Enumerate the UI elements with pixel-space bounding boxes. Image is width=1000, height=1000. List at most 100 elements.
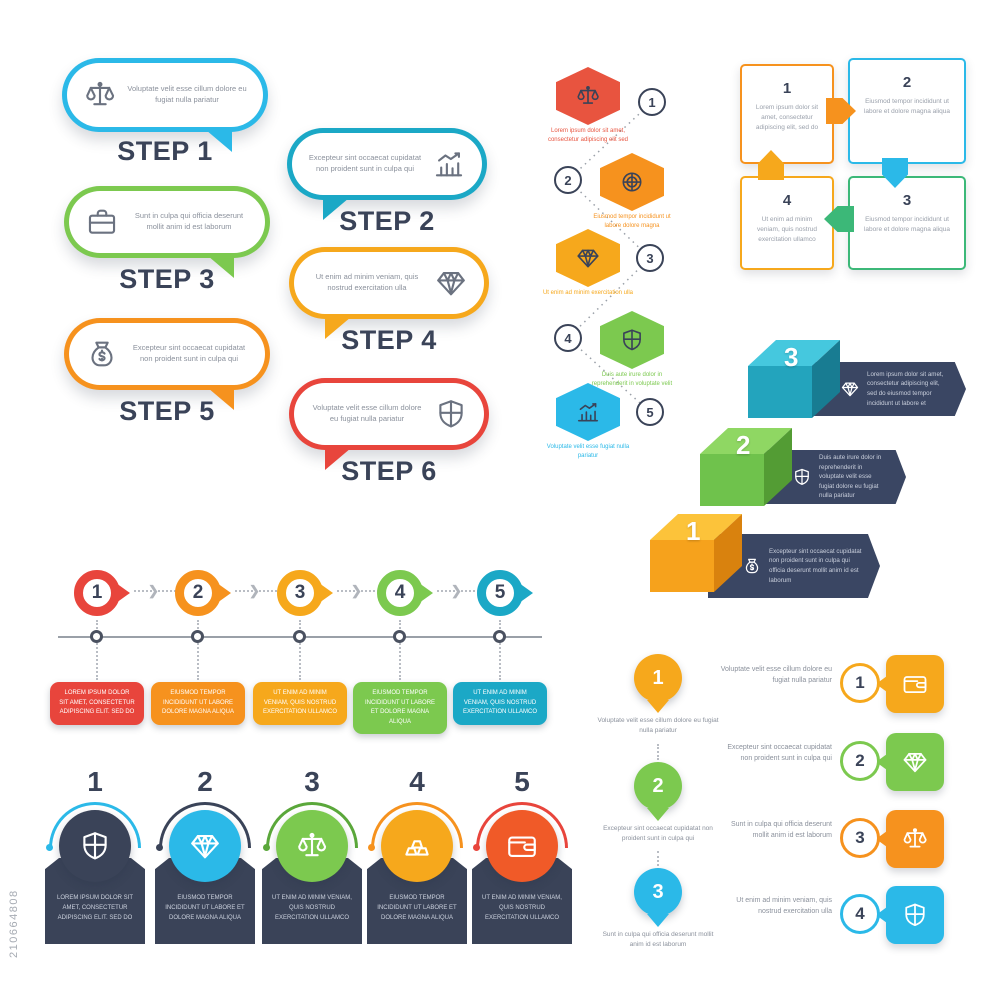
step-label-3: STEP 3: [119, 264, 215, 294]
step-bubble-6: Voluptate velit esse cillum dolore eu fu…: [289, 378, 489, 470]
timeline-dotted-segment: [337, 590, 379, 592]
timeline-number-1: 1: [91, 582, 103, 603]
wallet-icon: [901, 670, 929, 698]
timeline-node: [393, 630, 406, 643]
stair-number-2: 2: [736, 430, 751, 460]
column-number-2: 2: [197, 766, 213, 797]
timeline-marker-2: 2: [175, 570, 221, 616]
cycle-text-4: Ut enim ad minim veniam, quis nostrud ex…: [757, 216, 817, 243]
cycle-square-1: 1 Lorem ipsum dolor sit amet, consectetu…: [740, 64, 834, 164]
bubble-row-text-3: Sunt in culpa qui officia deserunt molli…: [730, 821, 832, 839]
stair-step-1: Excepteur sint occaecat cupidatat non pr…: [650, 510, 900, 610]
cycle-text-3: Eiusmod tempor incididunt ut labore et d…: [863, 216, 950, 233]
diamond-icon: [575, 245, 601, 271]
stair-step-3: Lorem ipsum dolor sit amet, consectetur …: [748, 336, 998, 431]
stair-text-2: Duis aute irure dolor in reprehenderit i…: [819, 453, 882, 500]
chevron-right-icon: ❯: [148, 583, 159, 598]
pin-dotted-line: [657, 851, 659, 866]
column-number-3: 3: [304, 766, 320, 797]
column-circle-2: [169, 810, 241, 882]
timeline-node: [90, 630, 103, 643]
stair-number-1: 1: [686, 516, 701, 546]
stair-text-3: Lorem ipsum dolor sit amet, consectetur …: [867, 370, 944, 407]
chart-icon: [575, 399, 601, 425]
column-number-4: 4: [409, 766, 425, 797]
timeline-box-2: Eiusmod tempor incididunt ut labore dolo…: [151, 682, 245, 725]
timeline-dotted-segment: [134, 590, 176, 592]
cycle-square-2: 2 Eiusmod tempor incididunt ut labore et…: [848, 58, 966, 164]
shield-icon: [792, 467, 812, 487]
diamond-icon: [434, 266, 468, 300]
moneybag-icon: [85, 337, 119, 371]
pin-number-1: 1: [652, 666, 664, 689]
bubble-tail: [208, 256, 234, 278]
bubble-tail: [208, 388, 234, 410]
pin-number-2: 2: [652, 774, 664, 797]
cycle-text-2: Eiusmod tempor incididunt ut labore et d…: [863, 98, 950, 115]
timeline-marker-5: 5: [477, 570, 523, 616]
cycle-number-4: 4: [782, 192, 792, 209]
stair-number-3: 3: [784, 342, 799, 372]
chevron-right-icon: ❯: [351, 583, 362, 598]
number-label: 3: [855, 828, 865, 847]
timeline-dotted-drop: [96, 620, 98, 680]
bubble-tail: [325, 317, 351, 339]
timeline-box-1: Lorem ipsum dolor sit amet, consectetur …: [50, 682, 144, 725]
timeline-box-3: Ut enim ad minim veniam, quis nostrud ex…: [253, 682, 347, 725]
cycle-number-3: 3: [902, 192, 912, 209]
scales-icon: [295, 829, 329, 863]
bubble-row-number-1: 1: [840, 663, 880, 703]
hex-text-4: Duis aute irure dolor in reprehenderit i…: [591, 372, 673, 387]
timeline-dotted-segment: [235, 590, 277, 592]
column-circle-4: [381, 810, 453, 882]
timeline-dotted-drop: [299, 620, 301, 680]
cycle-number-1: 1: [782, 80, 792, 97]
diamond-icon: [188, 829, 222, 863]
pin-text-3: Sunt in culpa qui officia deserunt molli…: [602, 931, 714, 949]
pin-dotted-line: [657, 744, 659, 760]
hex-number-2: 2: [554, 166, 582, 194]
number-label: 1: [855, 673, 865, 692]
cube-3-icon: [748, 340, 840, 418]
bubble-row-bubble-4: [876, 886, 944, 944]
timeline-number-3: 3: [294, 582, 306, 603]
chevron-right-icon: ❯: [249, 583, 260, 598]
briefcase-icon: [85, 205, 119, 239]
timeline-number-4: 4: [394, 582, 406, 603]
step-label-5: STEP 5: [119, 396, 215, 426]
watermark-id: 210664808: [8, 889, 20, 958]
timeline-dotted-drop: [499, 620, 501, 680]
timeline-number-2: 2: [192, 582, 204, 603]
cycle-square-3: 3 Eiusmod tempor incididunt ut labore et…: [848, 176, 966, 270]
step-bubble-4: Ut enim ad minim veniam, quis nostrud ex…: [289, 247, 489, 339]
hex-number-4: 4: [554, 324, 582, 352]
stair-banner-2: Duis aute irure dolor in reprehenderit i…: [758, 450, 906, 504]
target-icon: [619, 169, 645, 195]
number-label: 2: [855, 751, 865, 770]
hex-connector-line: [566, 101, 653, 413]
stair-step-2: Duis aute irure dolor in reprehenderit i…: [700, 424, 950, 519]
step-bubble-5-text: Excepteur sint occaecat cupidatat non pr…: [132, 343, 246, 363]
shield-icon: [901, 901, 929, 929]
hex-text-3: Ut enim ad minim exercitation ulla: [542, 290, 634, 296]
timeline-number-5: 5: [494, 582, 506, 603]
step-bubble-5: Excepteur sint occaecat cupidatat non pr…: [64, 318, 270, 410]
pin-number-3: 3: [652, 880, 664, 903]
diamond-icon: [840, 379, 860, 399]
wallet-icon: [505, 829, 539, 863]
step-bubble-1-text: Voluptate velit esse cillum dolore eu fu…: [127, 84, 247, 104]
pin-text-2: Excepteur sint occaecat cupidatat non pr…: [603, 825, 713, 843]
scales-icon: [575, 83, 601, 109]
hex-number-1: 1: [638, 88, 666, 116]
hex-number-3: 3: [636, 244, 664, 272]
stair-text-1: Excepteur sint occaecat cupidatat non pr…: [769, 547, 862, 584]
step-bubble-2-text: Excepteur sint occaecat cupidatat non pr…: [308, 153, 422, 173]
timeline-marker-4: 4: [377, 570, 423, 616]
bubble-row-text-4: Ut enim ad minim veniam, quis nostrud ex…: [736, 897, 832, 915]
chart-icon: [432, 147, 466, 181]
cycle-number-2: 2: [902, 74, 912, 91]
column-3: 3 Ut enim ad minim veniam, quis nostrud …: [260, 766, 364, 946]
timeline-node: [493, 630, 506, 643]
step-bubble-6-text: Voluptate velit esse cillum dolore eu fu…: [312, 403, 422, 423]
